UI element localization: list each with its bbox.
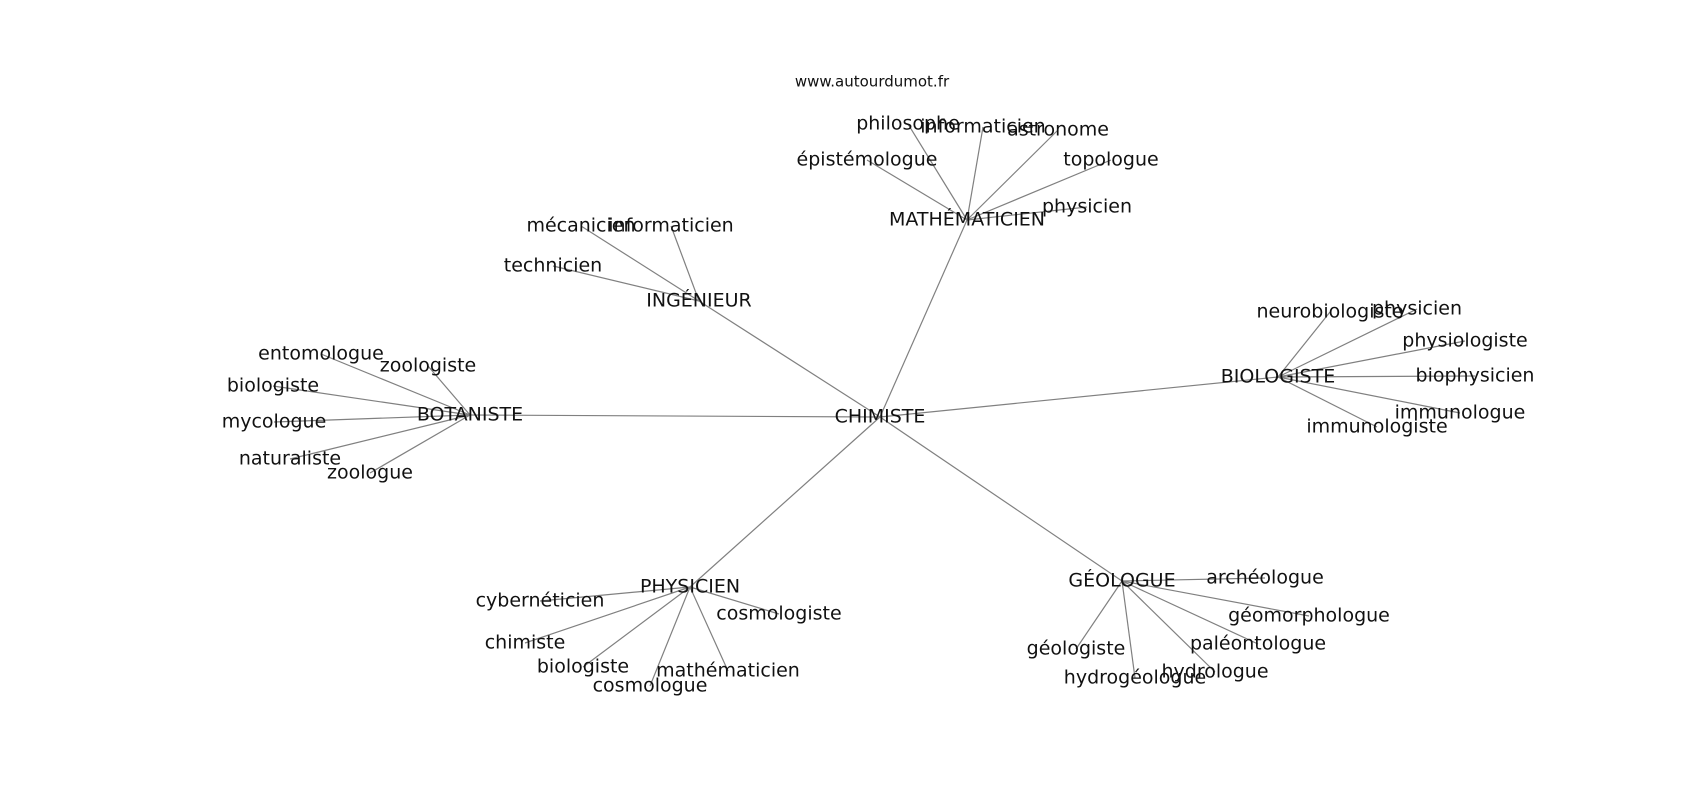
edge-hub-leaf (866, 159, 968, 221)
leaf-node: zoologue (327, 462, 413, 484)
edge-hub-leaf (1121, 580, 1310, 617)
edge-hub-leaf (289, 414, 471, 460)
edge-center-hub (698, 300, 881, 418)
edge-hub-leaf (1121, 577, 1266, 582)
leaf-node: immunologue (1395, 402, 1526, 424)
edge-hub-leaf (1277, 311, 1331, 378)
hub-node: INGÉNIEUR (646, 289, 751, 312)
edge-hub-leaf (272, 385, 471, 416)
leaf-node: philosophe (856, 113, 960, 135)
labels: www.autourdumot.fr MATHÉMATICIEN philosop… (222, 73, 1535, 697)
edge-hub-leaf (1121, 580, 1136, 679)
edge-center-hub (879, 376, 1279, 418)
leaf-node: mécanicien (526, 215, 635, 237)
leaf-node: naturaliste (239, 448, 341, 470)
edges (272, 123, 1476, 687)
hub-node: MATHÉMATICIEN (889, 208, 1045, 231)
edge-hub-leaf (273, 414, 471, 423)
leaf-node: informaticien (920, 116, 1045, 138)
edge-hub-leaf (539, 586, 691, 602)
leaf-node: mycologue (222, 411, 327, 433)
edge-hub-leaf (689, 586, 780, 615)
edge-hub-leaf (966, 206, 1088, 221)
edge-hub-leaf (966, 159, 1112, 221)
leaf-node: chimiste (485, 632, 566, 654)
leaf-node: topologue (1063, 149, 1158, 171)
center-node: CHIMISTE (835, 406, 926, 428)
edge-hub-leaf (907, 123, 968, 221)
edge-center-hub (689, 416, 881, 588)
edge-hub-leaf (320, 353, 471, 416)
leaf-node: astronome (1007, 119, 1109, 141)
leaf-node: hydrogéologue (1064, 667, 1206, 689)
leaf-node: paléontologue (1190, 633, 1326, 655)
hub-node: BOTANISTE (417, 404, 523, 426)
edge-hub-leaf (580, 225, 700, 302)
leaf-node: physiologiste (1402, 330, 1527, 352)
leaf-node: cybernéticien (476, 590, 605, 612)
leaf-node: géologiste (1027, 638, 1126, 660)
edge-hub-leaf (966, 126, 984, 221)
edge-hub-leaf (1121, 580, 1216, 673)
edge-hub-leaf (1075, 580, 1123, 650)
leaf-node: cosmologiste (716, 603, 841, 625)
leaf-node: géomorphologue (1228, 605, 1390, 627)
edge-center-hub (879, 219, 968, 418)
edge-hub-leaf (582, 586, 691, 668)
edge-hub-leaf (1277, 376, 1461, 414)
edge-hub-leaf (1277, 308, 1418, 378)
edge-hub-leaf (427, 365, 471, 416)
edge-hub-leaf (689, 586, 729, 672)
leaf-node: physicien (1042, 196, 1132, 218)
edge-hub-leaf (369, 414, 471, 474)
leaf-node: immunologiste (1306, 416, 1447, 438)
leaf-node: cosmologue (593, 675, 708, 697)
hub-node: BIOLOGISTE (1221, 366, 1335, 388)
leaf-node: technicien (504, 255, 602, 277)
source-url: www.autourdumot.fr (795, 73, 950, 91)
leaf-node: informaticien (608, 215, 733, 237)
leaf-node: neurobiologiste (1256, 301, 1403, 323)
edge-hub-leaf (1121, 580, 1259, 645)
edge-center-hub (879, 416, 1123, 582)
leaf-node: physicien (1372, 298, 1462, 320)
leaf-node: biophysicien (1416, 365, 1535, 387)
leaf-node: hydrologue (1161, 661, 1268, 683)
leaf-node: zoologiste (380, 355, 477, 377)
edge-hub-leaf (1277, 340, 1466, 378)
edge-center-hub (469, 414, 881, 418)
hub-node: GÉOLOGUE (1068, 569, 1175, 592)
leaf-node: biologiste (227, 375, 319, 397)
edge-hub-leaf (552, 265, 700, 302)
leaf-node: entomologue (258, 343, 384, 365)
edge-hub-leaf (524, 586, 691, 644)
leaf-node: épistémologue (797, 149, 938, 171)
edge-hub-leaf (1277, 376, 1378, 428)
edge-hub-leaf (966, 129, 1059, 221)
leaf-node: mathématicien (656, 660, 800, 682)
hub-node: PHYSICIEN (640, 576, 740, 598)
edge-hub-leaf (670, 225, 700, 302)
leaf-node: biologiste (537, 656, 629, 678)
leaf-node: archéologue (1206, 567, 1324, 589)
edge-hub-leaf (1277, 375, 1476, 378)
edge-hub-leaf (649, 586, 691, 687)
